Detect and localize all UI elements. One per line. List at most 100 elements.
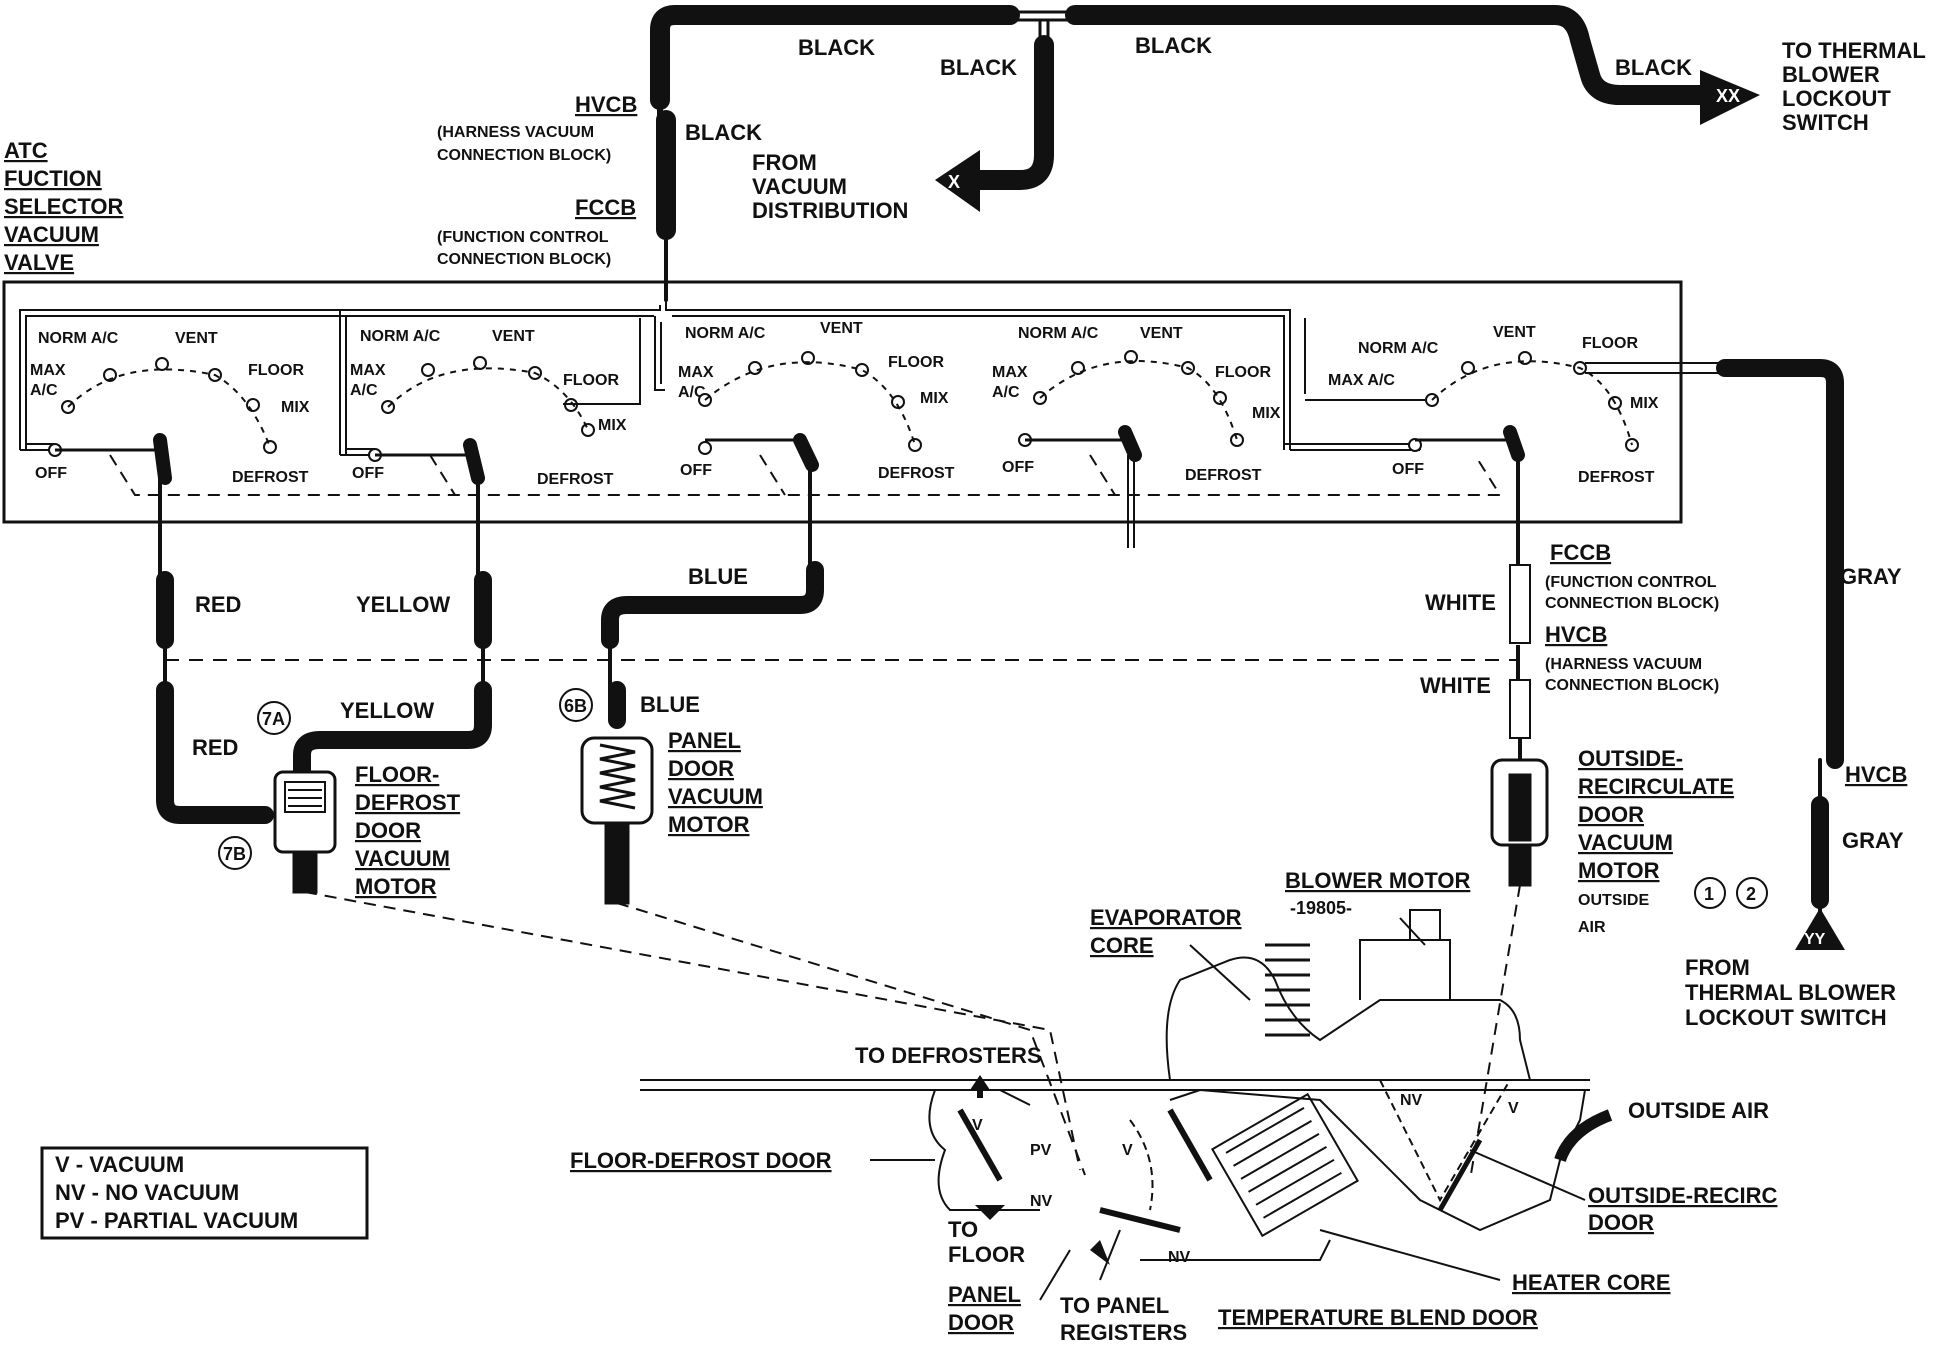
svg-text:7A: 7A <box>262 709 285 729</box>
floor-defrost-door-label: FLOOR-DEFROST DOOR <box>570 1148 832 1173</box>
hose-label-gray-lower: GRAY <box>1842 828 1904 853</box>
svg-text:DEFROST: DEFROST <box>537 471 614 488</box>
hose-label-yellow-lower: YELLOW <box>340 698 434 723</box>
svg-text:REGISTERS: REGISTERS <box>1060 1320 1187 1344</box>
arrow-defrosters-stem <box>977 1090 983 1098</box>
valve-internal-tubing <box>19 300 1421 456</box>
door-state-pv: PV <box>1030 1142 1052 1159</box>
selector-unit-3: NORM A/C VENT MAX A/C FLOOR MIX DEFROST … <box>678 320 955 482</box>
from-thermal-label: FROM THERMAL BLOWER LOCKOUT SWITCH <box>1685 955 1896 1030</box>
svg-text:FROM: FROM <box>1685 955 1750 980</box>
svg-text:AIR: AIR <box>1578 919 1606 936</box>
evaporator-core <box>1265 943 1310 1037</box>
svg-text:NORM A/C: NORM A/C <box>1358 340 1439 357</box>
blue-hose <box>601 463 824 729</box>
port-xx-label: XX <box>1716 86 1740 106</box>
svg-text:TO THERMAL: TO THERMAL <box>1782 38 1926 63</box>
svg-text:MAX: MAX <box>678 364 714 381</box>
hose-label-black-3: BLACK <box>1135 33 1212 58</box>
yellow-hose <box>293 478 492 779</box>
fccb-desc-top-1: (FUNCTION CONTROL <box>437 229 609 246</box>
svg-text:NV - NO VACUUM: NV - NO VACUUM <box>55 1180 239 1205</box>
svg-text:NORM A/C: NORM A/C <box>38 330 119 347</box>
svg-text:DEFROST: DEFROST <box>232 469 309 486</box>
svg-text:OFF: OFF <box>680 462 712 479</box>
svg-text:MIX: MIX <box>281 399 310 416</box>
svg-text:FUCTION: FUCTION <box>4 166 102 191</box>
panel-door-label: PANEL DOOR <box>948 1282 1021 1335</box>
svg-text:OFF: OFF <box>352 465 384 482</box>
svg-text:OFF: OFF <box>1392 461 1424 478</box>
svg-text:VENT: VENT <box>1493 324 1536 341</box>
svg-text:MOTOR: MOTOR <box>355 874 437 899</box>
blower-label: BLOWER MOTOR <box>1285 868 1470 893</box>
svg-text:LOCKOUT SWITCH: LOCKOUT SWITCH <box>1685 1005 1887 1030</box>
svg-text:MAX: MAX <box>350 362 386 379</box>
hose-label-red-upper: RED <box>195 592 241 617</box>
svg-text:PV - PARTIAL VACUUM: PV - PARTIAL VACUUM <box>55 1208 298 1233</box>
svg-text:CORE: CORE <box>1090 933 1154 958</box>
port-yy-triangle <box>1795 908 1845 950</box>
arrow-defrosters <box>970 1075 990 1090</box>
svg-text:VENT: VENT <box>492 328 535 345</box>
door-state-v-3: V <box>972 1117 983 1134</box>
red-hose <box>156 478 274 824</box>
svg-text:1: 1 <box>1704 884 1714 904</box>
svg-text:VACUUM: VACUUM <box>4 222 99 247</box>
hvcb-desc-right-1: (HARNESS VACUUM <box>1545 656 1702 673</box>
svg-text:SELECTOR: SELECTOR <box>4 194 124 219</box>
callout-2: 2 <box>1736 877 1768 909</box>
svg-text:THERMAL BLOWER: THERMAL BLOWER <box>1685 980 1896 1005</box>
fccb-label-right: FCCB <box>1550 540 1611 565</box>
hvcb-desc-top-2: CONNECTION BLOCK) <box>437 147 611 164</box>
svg-text:SWITCH: SWITCH <box>1782 110 1869 135</box>
svg-text:MIX: MIX <box>1252 405 1281 422</box>
to-thermal-label: TO THERMAL BLOWER LOCKOUT SWITCH <box>1782 38 1926 135</box>
svg-text:NORM A/C: NORM A/C <box>685 325 766 342</box>
evaporator-label: EVAPORATOR CORE <box>1090 905 1242 958</box>
hvcb-label-top: HVCB <box>575 92 637 117</box>
svg-text:OUTSIDE-RECIRC: OUTSIDE-RECIRC <box>1588 1183 1778 1208</box>
hose-label-red-lower: RED <box>192 735 238 760</box>
arrow-outside-air <box>1554 1109 1613 1163</box>
hvcb-label-gray: HVCB <box>1845 762 1907 787</box>
outside-air-label: OUTSIDE AIR <box>1628 1098 1769 1123</box>
to-floor-label: TO FLOOR <box>948 1217 1025 1267</box>
arrow-floor <box>975 1205 1005 1220</box>
svg-text:DOOR: DOOR <box>355 818 421 843</box>
hose-label-yellow-upper: YELLOW <box>356 592 450 617</box>
fccb-label-top: FCCB <box>575 195 636 220</box>
svg-text:DOOR: DOOR <box>1578 802 1644 827</box>
door-state-v-1: V <box>1508 1100 1519 1117</box>
leader-lines <box>1039 917 1586 1301</box>
svg-text:FLOOR: FLOOR <box>248 362 304 379</box>
selector-unit-2: NORM A/C VENT MAX A/C FLOOR MIX DEFROST … <box>350 318 641 488</box>
svg-text:DEFROST: DEFROST <box>1185 467 1262 484</box>
fccb-desc-top-2: CONNECTION BLOCK) <box>437 251 611 268</box>
black-hose-top <box>650 5 1710 302</box>
port-yy-label: YY <box>1804 931 1826 948</box>
selector-unit-1: NORM A/C VENT MAX A/C FLOOR MIX DEFROST … <box>30 330 310 486</box>
outside-recirc-door-label: OUTSIDE-RECIRC DOOR <box>1588 1183 1778 1235</box>
svg-text:A/C: A/C <box>350 382 378 399</box>
svg-text:V - VACUUM: V - VACUUM <box>55 1152 184 1177</box>
hvcb-label-right: HVCB <box>1545 622 1607 647</box>
svg-text:OUTSIDE-: OUTSIDE- <box>1578 746 1683 771</box>
callout-1: 1 <box>1694 877 1726 909</box>
hose-label-white-upper: WHITE <box>1425 590 1496 615</box>
svg-text:OFF: OFF <box>35 465 67 482</box>
callout-6b: 6B <box>559 688 593 722</box>
to-defrosters-label: TO DEFROSTERS <box>855 1043 1042 1068</box>
svg-text:LOCKOUT: LOCKOUT <box>1782 86 1891 111</box>
valve-dashed-lines <box>109 454 1502 496</box>
motor-linkages <box>304 884 1521 1181</box>
svg-text:VACUUM: VACUUM <box>355 846 450 871</box>
svg-text:MIX: MIX <box>1630 395 1659 412</box>
hose-label-black-1: BLACK <box>798 35 875 60</box>
selector-unit-4: NORM A/C VENT MAX A/C FLOOR MIX DEFROST … <box>992 325 1281 548</box>
svg-text:MOTOR: MOTOR <box>1578 858 1660 883</box>
temp-blend-door-label: TEMPERATURE BLEND DOOR <box>1218 1305 1538 1330</box>
floor-defrost-motor-label: FLOOR- DEFROST DOOR VACUUM MOTOR <box>355 762 461 899</box>
floor-defrost-motor <box>273 770 337 894</box>
